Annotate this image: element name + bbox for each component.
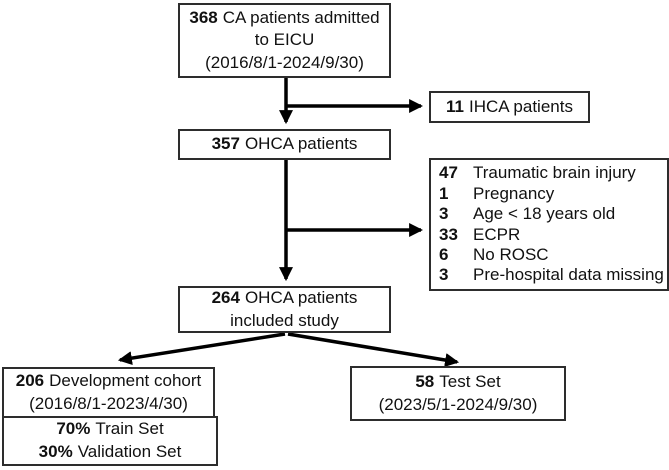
included-line-2: included study [230, 310, 339, 330]
train-line: 70%Train Set [56, 418, 163, 441]
validation-line: 30%Validation Set [39, 441, 182, 464]
exclusion-item: 6 No ROSC [439, 245, 659, 265]
box-train-validation-split: 70%Train Set 30%Validation Set [2, 416, 218, 466]
exclusion-count: 47 [439, 163, 458, 183]
development-count: 206 [15, 370, 45, 390]
ihca-count: 11 [446, 96, 465, 116]
train-text: Train Set [95, 419, 164, 439]
ihca-text: IHCA patients [469, 96, 573, 116]
exclusion-item: 3 Pre-hospital data missing [439, 265, 664, 285]
exclusion-label: ECPR [473, 224, 521, 244]
exclusion-label: Pre-hospital data missing [473, 265, 664, 285]
exclusion-label: Age < 18 years old [473, 204, 616, 224]
exclusion-count: 1 [439, 183, 449, 203]
ohca-text: OHCA patients [244, 134, 358, 154]
included-count: 264 [211, 287, 240, 307]
exclusion-item: 3 Age < 18 years old [439, 204, 659, 224]
admitted-dates: (2016/8/1-2024/9/30) [205, 52, 364, 72]
exclusion-count: 33 [439, 224, 458, 244]
admitted-count: 368 [189, 7, 218, 27]
exclusion-count: 3 [439, 204, 449, 224]
arrow-included-to-test [287, 332, 460, 367]
development-dates: (2016/8/1-2023/4/30) [29, 393, 188, 413]
exclusion-item: 47 Traumatic brain injury [439, 163, 659, 183]
test-text: Test Set [439, 371, 501, 391]
test-dates: (2023/5/1-2024/9/30) [378, 394, 538, 414]
exclusion-label: Pregnancy [473, 183, 555, 203]
test-count: 58 [415, 371, 435, 391]
admitted-line-2: to EICU [254, 30, 315, 50]
box-exclusion-criteria: 47 Traumatic brain injury 1 Pregnancy 3 Age… [429, 158, 669, 291]
included-text: OHCA patients [244, 287, 358, 307]
exclusion-label: Traumatic brain injury [473, 163, 636, 183]
exclusion-count: 3 [439, 265, 449, 285]
train-percent: 70% [56, 419, 91, 439]
admitted-text: CA patients admitted [222, 7, 380, 27]
validation-text: Validation Set [77, 442, 182, 461]
exclusion-item: 1 Pregnancy [439, 184, 659, 204]
arrow-included-to-development [117, 332, 286, 366]
exclusion-label: No ROSC [473, 244, 549, 264]
ohca-count: 357 [211, 134, 240, 154]
development-text: Development cohort [49, 370, 202, 390]
exclusion-item: 33 ECPR [439, 225, 659, 245]
exclusion-count: 6 [439, 244, 449, 264]
validation-percent: 30% [38, 442, 73, 461]
